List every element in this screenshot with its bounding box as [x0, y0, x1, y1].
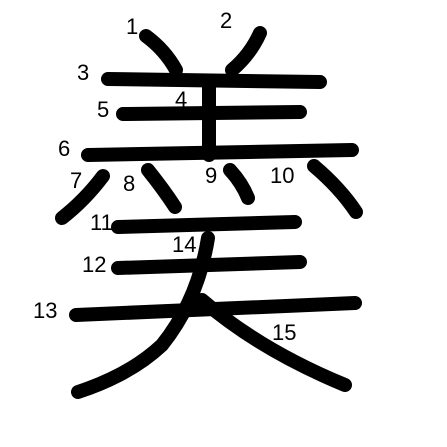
stroke-9: [223, 163, 255, 205]
stroke-11: [111, 215, 302, 234]
stroke-number-15: 15: [272, 320, 296, 345]
stroke-number-6: 6: [58, 136, 70, 161]
stroke-5: [116, 105, 307, 121]
stroke-number-2: 2: [220, 8, 232, 33]
stroke-number-8: 8: [123, 171, 135, 196]
stroke-number-12: 12: [82, 252, 106, 277]
stroke-number-7: 7: [70, 168, 82, 193]
stroke-number-5: 5: [97, 97, 109, 122]
stroke-number-10: 10: [270, 163, 294, 188]
stroke-1: [139, 29, 183, 77]
stroke-number-3: 3: [77, 60, 89, 85]
stroke-6: [81, 143, 359, 162]
stroke-10: [307, 159, 363, 219]
stroke-15: [195, 293, 352, 392]
stroke-number-4: 4: [175, 87, 187, 112]
stroke-number-1: 1: [126, 14, 138, 39]
stroke-number-13: 13: [33, 298, 57, 323]
stroke-number-11: 11: [90, 210, 113, 235]
stroke-number-9: 9: [205, 163, 217, 188]
stroke-7: [55, 169, 110, 225]
stroke-2: [225, 26, 267, 77]
stroke-14: [71, 231, 215, 399]
stroke-number-14: 14: [172, 232, 196, 257]
stroke-8: [141, 163, 182, 214]
